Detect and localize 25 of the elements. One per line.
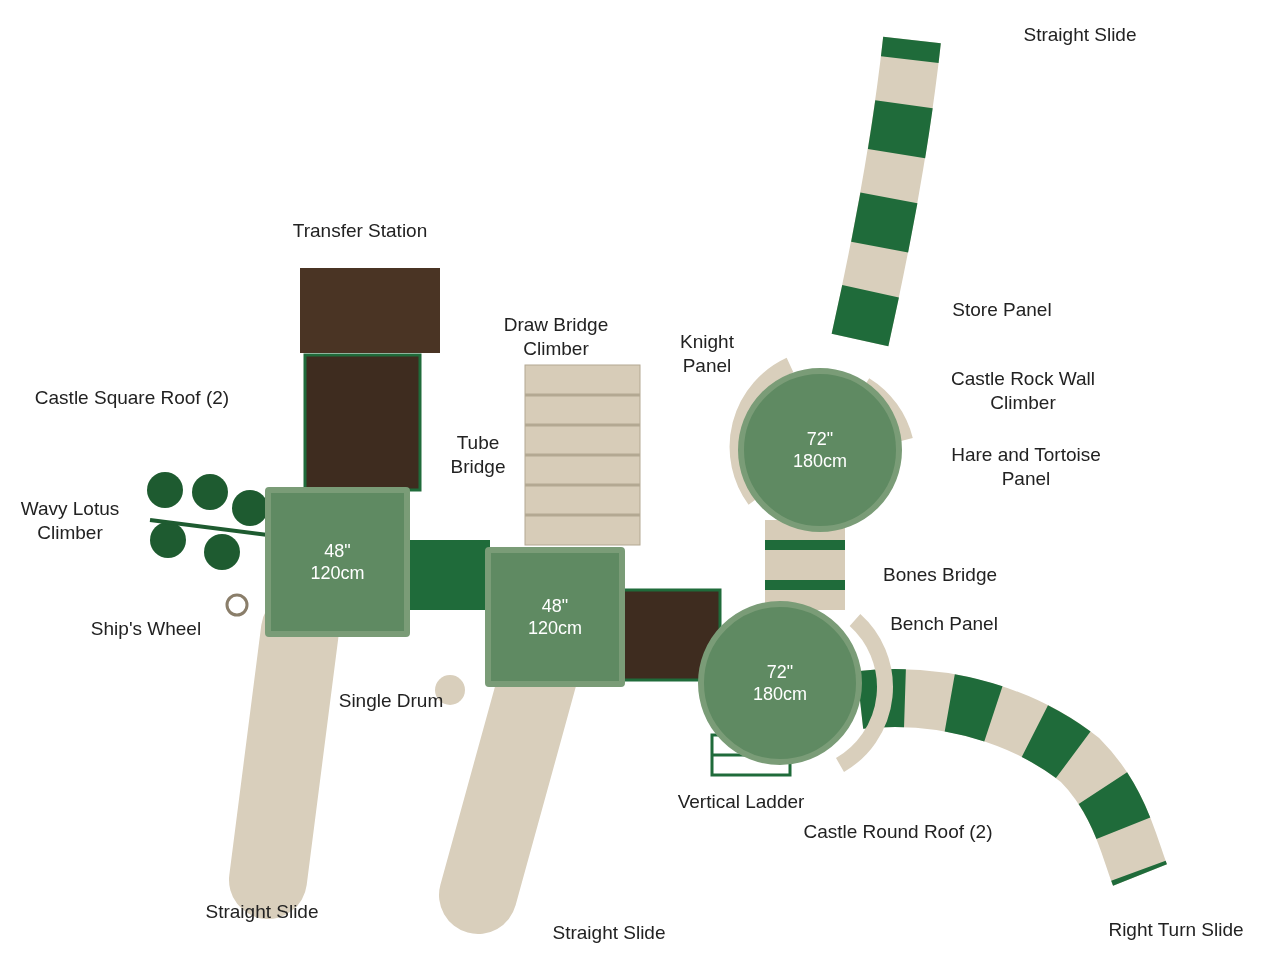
dimension-label: 48" 120cm bbox=[527, 595, 583, 639]
square-roof bbox=[485, 547, 625, 687]
part-label: Wavy Lotus Climber bbox=[19, 497, 121, 545]
part-label: Knight Panel bbox=[679, 330, 735, 378]
dimension-label: 48" 120cm bbox=[309, 540, 366, 584]
part-label: Right Turn Slide bbox=[1108, 918, 1244, 942]
part-label: Straight Slide bbox=[1023, 23, 1137, 47]
part-label: Castle Round Roof (2) bbox=[803, 820, 993, 844]
part-label: Transfer Station bbox=[292, 219, 428, 243]
part-label: Hare and Tortoise Panel bbox=[950, 443, 1102, 491]
dimension-label: 72" 180cm bbox=[752, 661, 808, 705]
square-roof bbox=[265, 487, 410, 637]
part-label: Straight Slide bbox=[552, 921, 666, 945]
part-label: Single Drum bbox=[338, 689, 444, 713]
part-label: Draw Bridge Climber bbox=[502, 313, 610, 361]
part-label: Store Panel bbox=[952, 298, 1052, 322]
part-label: Vertical Ladder bbox=[677, 790, 805, 814]
dimension-label: 72" 180cm bbox=[792, 428, 848, 472]
part-label: Bones Bridge bbox=[882, 563, 998, 587]
part-label: Bench Panel bbox=[890, 612, 998, 636]
part-label: Ship's Wheel bbox=[90, 617, 202, 641]
part-label: Castle Square Roof (2) bbox=[34, 386, 230, 410]
part-label: Straight Slide bbox=[205, 900, 319, 924]
part-label: Tube Bridge bbox=[449, 431, 507, 479]
part-label: Castle Rock Wall Climber bbox=[950, 367, 1096, 415]
